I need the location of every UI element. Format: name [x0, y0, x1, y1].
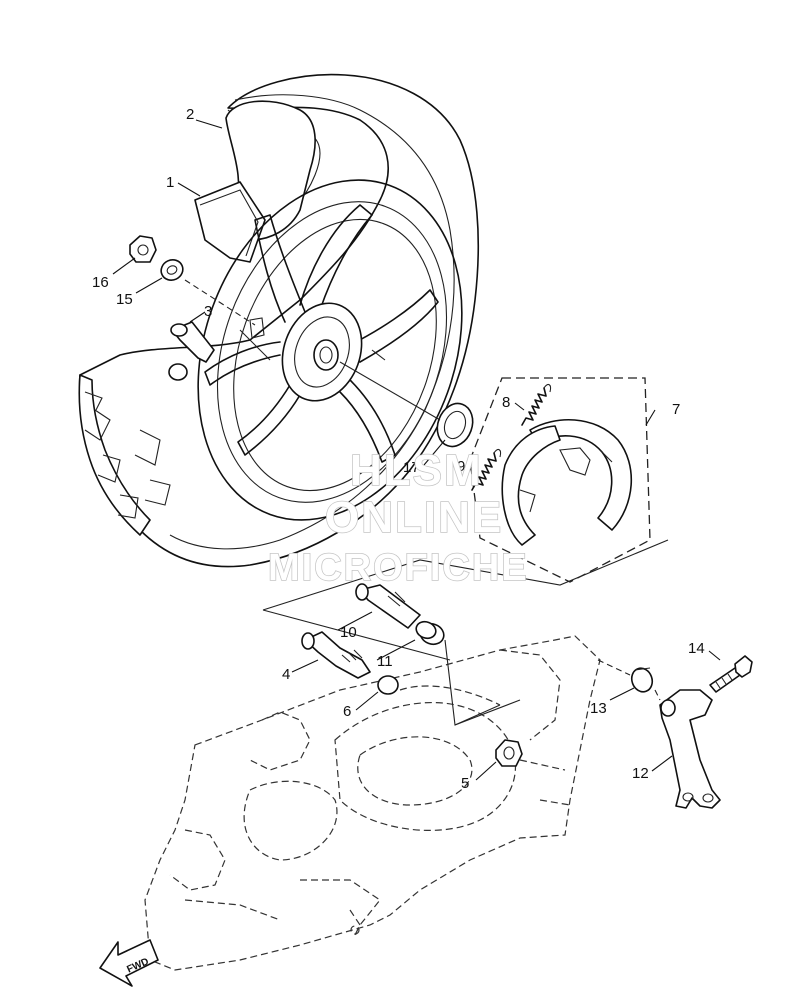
nut-16	[129, 235, 157, 263]
callout-2: 2	[186, 106, 194, 123]
callout-6: 6	[343, 703, 351, 720]
callout-15: 15	[116, 291, 133, 308]
callout-1: 1	[166, 174, 174, 191]
washer-13	[630, 667, 654, 693]
watermark-line-3: MICROFICHE	[268, 547, 529, 589]
wheel-rim	[194, 179, 463, 521]
callout-11: 11	[377, 653, 393, 670]
brake-camshaft-10	[355, 583, 421, 629]
washer-15	[160, 259, 184, 281]
valve-stem	[168, 321, 215, 381]
callout-17: 17	[403, 459, 420, 476]
o-ring-11	[415, 620, 445, 646]
bolt-14	[709, 655, 753, 693]
callout-3: 3	[204, 303, 212, 320]
engine-crankcase-outline	[144, 635, 601, 971]
callout-4: 4	[282, 666, 290, 683]
callout-5: 5	[461, 775, 469, 792]
brake-spring-8	[521, 383, 552, 426]
callout-10: 10	[340, 624, 357, 641]
callout-8: 8	[502, 394, 510, 411]
fwd-arrow-icon: FWD	[99, 939, 159, 987]
o-ring-6	[377, 675, 399, 695]
axle-shaft-4	[301, 631, 371, 679]
brake-shoe-kit-box	[469, 377, 651, 583]
callout-13: 13	[590, 700, 607, 717]
callout-12: 12	[632, 765, 649, 782]
brake-spring-9	[471, 448, 502, 491]
collar-5	[495, 739, 523, 767]
callout-16: 16	[92, 274, 109, 291]
watermark-line-2: ONLINE	[325, 493, 503, 542]
brake-camshaft-lever-12	[659, 689, 721, 809]
watermark: HLSM ONLINE MICROFICHE	[267, 445, 529, 590]
watermark-line-1: HLSM	[350, 446, 483, 495]
callout-7: 7	[672, 401, 680, 418]
brake-shoes	[501, 418, 633, 546]
callout-14: 14	[688, 640, 705, 657]
axle-group-plane	[262, 539, 669, 726]
callout-9: 9	[457, 458, 465, 475]
leader-lines	[112, 119, 721, 781]
callout-labels: 1 2 3 4 5 6 7 8 9 10 11 12 13 14 15 16 1…	[92, 106, 705, 792]
